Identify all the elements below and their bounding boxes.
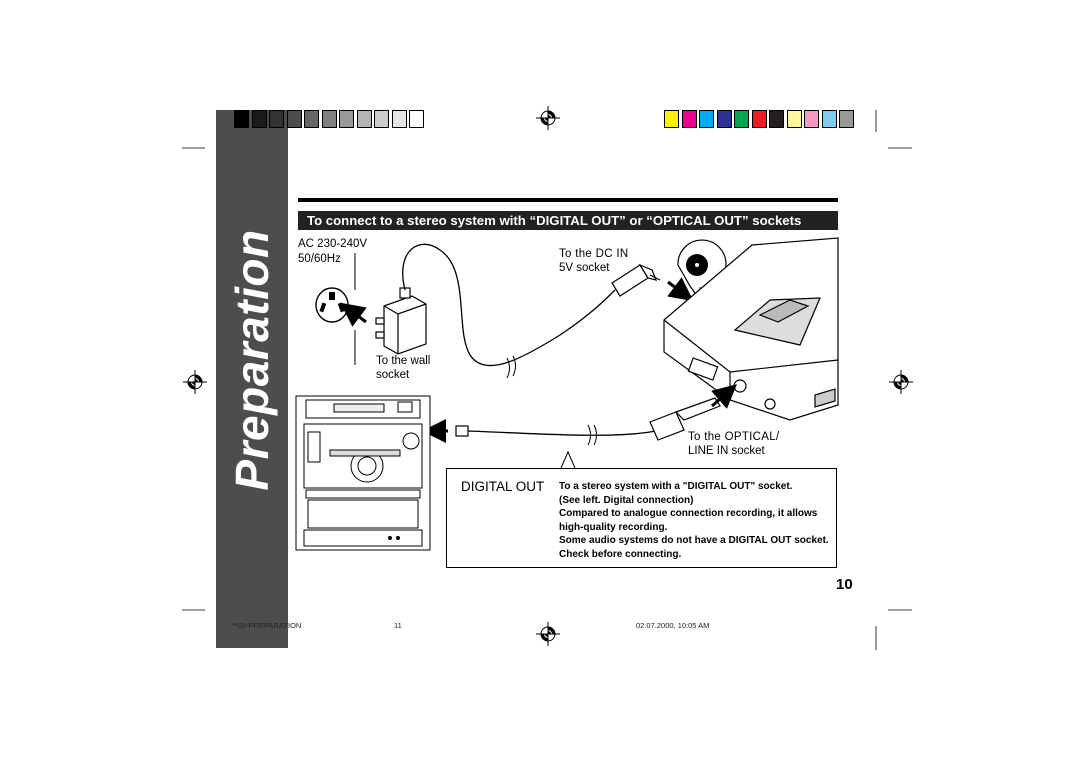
side-tab	[216, 110, 288, 648]
info-line: To a stereo system with a "DIGITAL OUT" …	[559, 481, 793, 492]
info-line: Check before connecting.	[559, 548, 682, 560]
arrow-icon	[711, 384, 738, 409]
footer-file: **02-PREPARATION	[232, 621, 302, 630]
color-swatch	[374, 110, 389, 128]
section-header: To connect to a stereo system with “DIGI…	[298, 211, 838, 230]
color-swatch	[751, 110, 767, 128]
digital-out-title: DIGITAL OUT	[461, 479, 545, 494]
power-cord	[402, 243, 616, 367]
dc-in-label-line2: 5V socket	[559, 262, 610, 274]
section-rule	[298, 198, 838, 202]
ac-adapter-icon	[375, 287, 427, 355]
footer-sheet: 11	[394, 621, 402, 630]
md-player-icon	[663, 237, 839, 421]
info-line: (See left. Digital connection)	[559, 494, 694, 506]
info-box-text: To a stereo system with a "DIGITAL OUT" …	[559, 480, 834, 562]
color-swatch	[786, 110, 802, 128]
color-swatch	[769, 110, 784, 128]
dc-plug-icon	[611, 263, 661, 297]
ac-power-label: AC 230-240V	[298, 238, 368, 250]
optical-label-line2: LINE IN socket	[688, 445, 765, 457]
color-swatch	[269, 110, 284, 128]
wall-socket-label-line2: socket	[376, 369, 410, 381]
registration-mark-icon	[535, 621, 561, 647]
optical-cable	[466, 429, 661, 436]
info-box	[446, 468, 837, 568]
registration-mark-icon	[535, 105, 561, 131]
color-swatch	[804, 110, 819, 128]
wall-socket-label-line1: To the wall	[376, 355, 431, 367]
color-swatch	[734, 110, 749, 128]
registration-mark-icon	[888, 369, 914, 395]
color-swatch	[251, 110, 267, 128]
color-swatch	[716, 110, 732, 128]
arrow-icon	[667, 277, 694, 302]
info-line: Some audio systems do not have a DIGITAL…	[559, 535, 829, 547]
color-swatch	[839, 110, 854, 128]
color-swatch	[286, 110, 302, 128]
wall-outlet-icon	[315, 287, 349, 323]
color-swatch	[664, 110, 679, 128]
color-swatch	[234, 110, 249, 128]
page-number: 10	[836, 576, 853, 593]
color-swatch	[356, 110, 372, 128]
dc-socket-callout	[677, 239, 727, 307]
color-swatch	[391, 110, 407, 128]
color-swatch	[409, 110, 424, 128]
arrow-icon	[340, 302, 367, 327]
color-swatch	[304, 110, 319, 128]
color-swatch	[321, 110, 337, 128]
dc-in-label-line1: To the DC IN	[559, 248, 629, 260]
footer-timestamp: 02.07.2000, 10:05 AM	[636, 621, 710, 630]
color-swatch	[821, 110, 837, 128]
color-swatch	[699, 110, 714, 128]
info-line: Compared to analogue connection recordin…	[559, 508, 818, 520]
ac-frequency-label: 50/60Hz	[298, 253, 341, 265]
optical-plug-icon	[455, 397, 721, 441]
crop-marks	[182, 110, 912, 650]
color-swatch	[681, 110, 697, 128]
info-line: high-quality recording.	[559, 521, 668, 533]
stereo-system-icon	[295, 395, 431, 551]
registration-mark-icon	[182, 369, 208, 395]
optical-label-line1: To the OPTICAL/	[688, 431, 780, 443]
color-swatch	[339, 110, 354, 128]
